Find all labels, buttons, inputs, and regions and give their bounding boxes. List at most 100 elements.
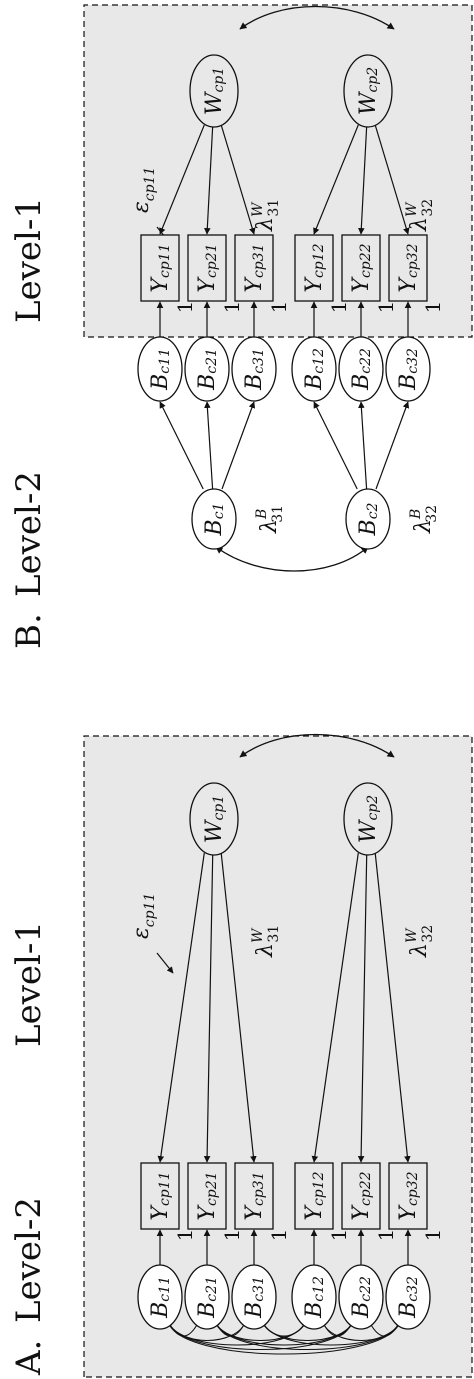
within-loading-arrow (157, 852, 205, 1163)
panel-a-label: A. (9, 1340, 49, 1376)
panel-b-lambda-w2: λW32 (404, 199, 436, 232)
between-component-ellipse (137, 336, 183, 402)
observed-indicator-label: Ycp11 (148, 1171, 174, 1220)
between-factor-loading-arrow (204, 401, 214, 490)
between-component-ellipse (385, 1264, 431, 1330)
between-factor-loading-arrow (221, 401, 256, 490)
panel-b-label: B. (9, 613, 49, 649)
loading-one-label: 1 (267, 301, 291, 314)
between-component-label: Bc22 (349, 348, 375, 391)
between-factor-loading-arrow (159, 401, 204, 490)
panel-b-lambda-w1: λW31 (250, 199, 282, 232)
panel-b-between-factors: Bc1 Bc2 (191, 488, 391, 550)
between-covariance-arc (261, 1320, 354, 1341)
loading-one-label: 1 (374, 1229, 398, 1242)
between-component-label: Bc11 (148, 348, 174, 391)
between-component-label: Bc21 (195, 1276, 221, 1319)
between-component-label: Bc31 (242, 1276, 268, 1319)
observed-indicator-label: Ycp32 (396, 243, 422, 292)
loading-one-label: 1 (173, 1229, 197, 1242)
between-component-ellipse (184, 336, 230, 402)
observed-indicator-label: Ycp12 (302, 243, 328, 292)
panel-a-lambda-w2: λW32 (404, 925, 436, 958)
between-component-ellipse (291, 336, 337, 402)
loading-one-label: 1 (267, 1229, 291, 1242)
observed-indicator-label: Ycp31 (242, 1171, 268, 1220)
between-component-label: Bc12 (302, 1276, 328, 1319)
panel-a-epsilon: εcp11 (129, 893, 158, 939)
panel-a-lambda-w1: λW31 (250, 925, 282, 958)
between-component-ellipse (231, 336, 277, 402)
within-loading-arrow (204, 124, 214, 235)
panel-b-between-factor-loadings (159, 401, 410, 490)
between-component-ellipse (231, 1264, 277, 1330)
between-factor-label: Bc2 (356, 502, 382, 536)
between-component-label: Bc31 (242, 348, 268, 391)
within-factor-label: Wcp2 (356, 795, 382, 843)
loading-one-label: 1 (374, 301, 398, 314)
between-component-ellipse (385, 336, 431, 402)
within-loading-arrow (159, 124, 205, 235)
observed-indicator-label: Ycp22 (349, 1171, 375, 1220)
panel-a-level1-title: Level-1 (9, 921, 49, 1047)
panel-b-b-covariance (215, 546, 369, 572)
within-loading-arrow (374, 852, 411, 1163)
within-factor-ellipse (343, 54, 393, 128)
panel-a-w-covariance (239, 733, 395, 758)
observed-indicator-box (341, 234, 381, 302)
observed-indicator-box (140, 1162, 180, 1230)
loading-one-label: 1 (421, 1229, 445, 1242)
within-factor-label: Wcp1 (202, 795, 228, 843)
observed-indicator-box (187, 234, 227, 302)
panel-a-b-covariances (166, 1320, 402, 1355)
observed-indicator-box (388, 234, 428, 302)
loading-one-label: 1 (327, 301, 351, 314)
observed-indicator-box (140, 234, 180, 302)
between-component-label: Bc32 (396, 1276, 422, 1319)
observed-indicator-box (294, 1162, 334, 1230)
between-component-ellipse (184, 1264, 230, 1330)
observed-indicator-label: Ycp22 (349, 243, 375, 292)
between-factor-loading-arrow (358, 401, 368, 490)
observed-indicator-label: Ycp21 (195, 1171, 221, 1220)
panel-a-within-factors: Wcp1 Wcp2 (189, 782, 393, 856)
within-loading-arrow (220, 124, 256, 235)
panel-b-epsilon: εcp11 (129, 167, 158, 213)
within-factor-ellipse (189, 782, 239, 856)
between-factor-label: Bc1 (202, 503, 228, 537)
between-component-label: Bc22 (349, 1276, 375, 1319)
observed-indicator-box (294, 234, 334, 302)
between-component-ellipse (291, 1264, 337, 1330)
between-factor-ellipse (191, 488, 237, 550)
between-component-label: Bc32 (396, 348, 422, 391)
panel-b-w-covariance (239, 5, 395, 30)
panel-b-lambda-b2: λB32 (408, 505, 440, 534)
between-component-ellipse (338, 336, 384, 402)
panel-b-level1-title: Level-1 (9, 197, 49, 323)
observed-indicator-box (388, 1162, 428, 1230)
between-component-label: Bc11 (148, 1276, 174, 1319)
panel-a-between-components: Bc11 Bc21 Bc31 Bc12 Bc22 Bc32 (137, 1264, 431, 1330)
loading-one-label: 1 (220, 301, 244, 314)
observed-indicator-label: Ycp32 (396, 1171, 422, 1220)
between-component-label: Bc21 (195, 348, 221, 391)
loading-one-label: 1 (173, 301, 197, 314)
between-component-ellipse (137, 1264, 183, 1330)
panel-a-epsilon-arrow (156, 952, 174, 974)
observed-indicator-box (234, 234, 274, 302)
within-loading-arrow (313, 124, 359, 235)
observed-indicator-label: Ycp11 (148, 243, 174, 292)
panel-b-level2-title: Level-2 (9, 471, 49, 597)
observed-indicator-box (187, 1162, 227, 1230)
within-factor-label: Wcp1 (202, 67, 228, 115)
within-factor-ellipse (189, 54, 239, 128)
within-loading-arrow (311, 852, 359, 1163)
